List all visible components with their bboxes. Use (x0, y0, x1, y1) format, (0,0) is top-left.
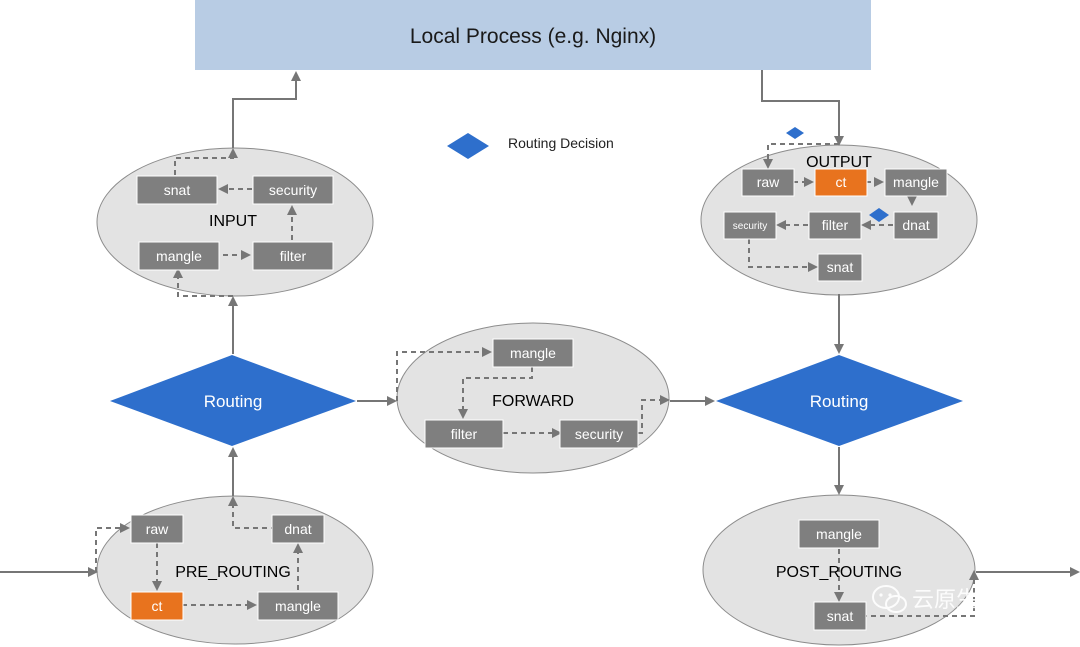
input-mangle-box (138, 241, 220, 271)
prerouting-ct-box (130, 591, 184, 621)
prerouting-raw-box (130, 514, 184, 544)
input-security-label: security (269, 182, 317, 198)
output-snat-box (817, 253, 863, 282)
prerouting-raw-label: raw (146, 521, 169, 537)
output-filter-box (808, 211, 862, 240)
input-security-box (252, 175, 334, 205)
main-flow-arrows (0, 70, 1080, 577)
prerouting-chain-label: PRE_ROUTING (175, 564, 291, 581)
postrouting-dashed-flow (834, 549, 979, 617)
watermark-text: 云原生领域 (912, 588, 1022, 613)
postrouting-chain-label: POST_ROUTING (776, 564, 902, 581)
prerouting-dnat-label: dnat (284, 521, 311, 537)
routing-decision-diamond-icon (447, 133, 489, 159)
input-dashed-flow (173, 148, 297, 297)
wechat-icon (872, 585, 907, 613)
forward-dashed-flow (396, 347, 670, 438)
output-snat-label: snat (827, 259, 854, 275)
input-filter-box (252, 241, 334, 271)
prerouting-ct-label: ct (152, 598, 163, 614)
routing-left-label: Routing (204, 392, 263, 411)
output-mangle-box (884, 168, 948, 197)
output-filter-label: filter (822, 217, 849, 233)
prerouting-dashed-flow (95, 496, 303, 610)
input-mangle-label: mangle (156, 248, 202, 264)
forward-security-label: security (575, 426, 623, 442)
forward-filter-label: filter (451, 426, 478, 442)
input-snat-label: snat (164, 182, 191, 198)
input-filter-label: filter (280, 248, 307, 264)
output-raw-box (741, 168, 795, 197)
input-chain-label: INPUT (209, 213, 257, 230)
forward-mangle-label: mangle (510, 345, 556, 361)
postrouting-snat-box (813, 601, 867, 631)
routing-diamond-left (110, 355, 356, 446)
forward-chain-label: FORWARD (492, 393, 574, 410)
output-ct-box (814, 168, 868, 197)
output-routing-decision-marker-mid (869, 208, 889, 222)
routing-right-label: Routing (810, 392, 869, 411)
output-routing-decision-marker-top (786, 127, 804, 139)
forward-filter-box (424, 419, 504, 449)
postrouting-mangle-label: mangle (816, 526, 862, 542)
output-dnat-label: dnat (902, 217, 929, 233)
output-chain-label: OUTPUT (806, 154, 872, 171)
legend-label: Routing Decision (508, 135, 614, 151)
routing-diamond-right (716, 355, 963, 446)
watermark: 云原生领域 (872, 585, 1022, 613)
postrouting-snat-label: snat (827, 608, 854, 624)
prerouting-mangle-box (257, 591, 339, 621)
local-process-title: Local Process (e.g. Nginx) (410, 25, 656, 48)
input-snat-box (136, 175, 218, 205)
output-security-label: security (733, 221, 767, 232)
output-security-box (723, 211, 777, 240)
output-dnat-box (893, 211, 939, 240)
local-process-banner (195, 0, 871, 70)
output-raw-label: raw (757, 174, 780, 190)
output-ct-label: ct (836, 174, 847, 190)
prerouting-dnat-box (271, 514, 325, 544)
output-mangle-label: mangle (893, 174, 939, 190)
postrouting-mangle-box (798, 519, 880, 549)
forward-mangle-box (492, 338, 574, 368)
prerouting-mangle-label: mangle (275, 598, 321, 614)
forward-security-box (559, 419, 639, 449)
